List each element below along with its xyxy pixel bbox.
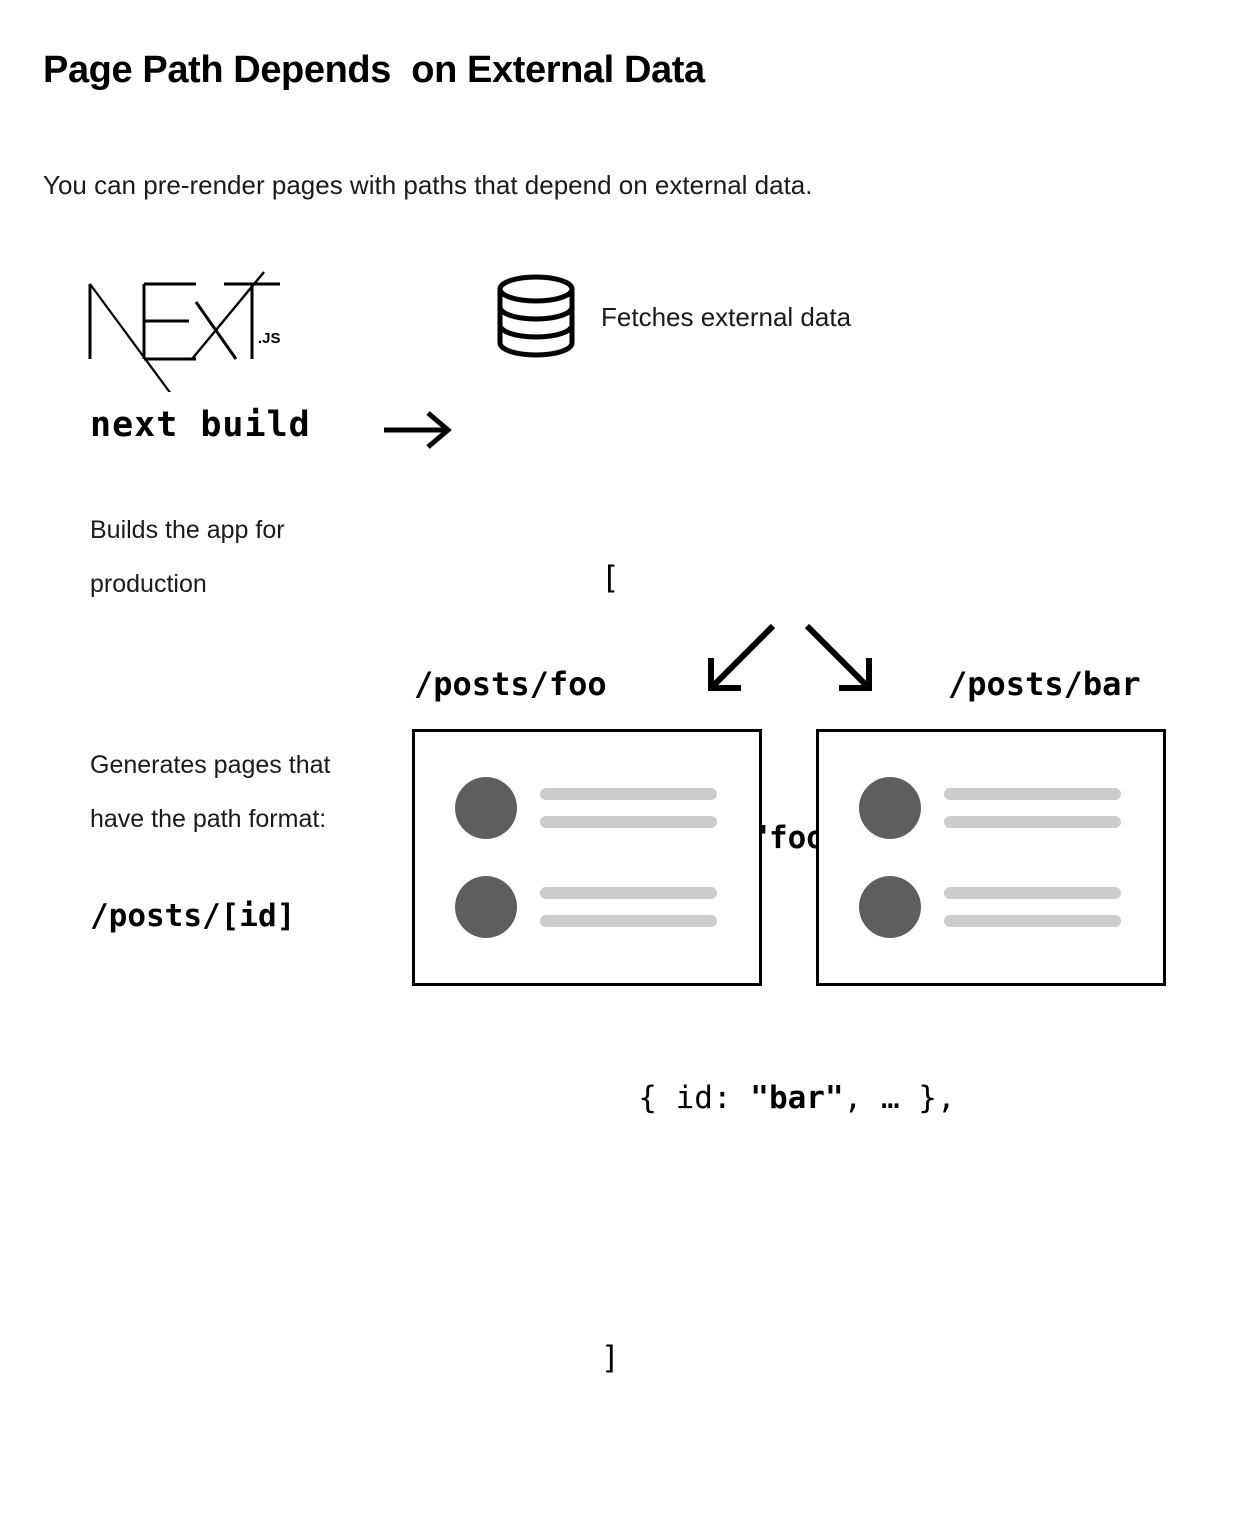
card-row: [859, 876, 1121, 938]
database-caption: Fetches external data: [601, 302, 852, 332]
generated-description: Generates pages that have the path forma…: [90, 751, 331, 833]
next-build-command: next build: [90, 405, 311, 445]
nextjs-logo: [84, 262, 314, 392]
generated-path-format: /posts/[id]: [90, 898, 296, 934]
code-line-bar: { id: "bar", … },: [489, 1020, 956, 1176]
nextjs-logo-suffix: .JS: [258, 330, 281, 347]
page-card-foo: [412, 729, 762, 986]
arrow-right-icon: [380, 404, 470, 454]
code-bar-prefix: { id:: [600, 1080, 751, 1116]
placeholder-lines: [944, 887, 1121, 927]
card-row: [455, 777, 717, 839]
placeholder-line: [944, 915, 1121, 927]
avatar: [859, 876, 921, 938]
diagram-canvas: Page Path Depends on External Data You c…: [43, 49, 1166, 1376]
code-open-bracket: [: [600, 560, 620, 596]
page-title: Page Path Depends on External Data: [43, 49, 705, 91]
card-row: [859, 777, 1121, 839]
code-bar-suffix: , … },: [843, 1080, 956, 1116]
placeholder-line: [944, 816, 1121, 828]
nextjs-logo-mark: [88, 271, 280, 392]
fan-out-arrows: [695, 620, 885, 700]
database-icon: [494, 272, 584, 364]
code-line-open: [: [489, 500, 956, 656]
arrow-down-right-icon: [804, 623, 872, 691]
placeholder-lines: [540, 887, 717, 927]
placeholder-lines: [540, 788, 717, 828]
placeholder-line: [944, 788, 1121, 800]
placeholder-line: [540, 788, 717, 800]
build-description: Builds the app for production: [90, 516, 285, 598]
placeholder-lines: [944, 788, 1121, 828]
card-row: [455, 876, 717, 938]
path-label-bar: /posts/bar: [948, 665, 1141, 703]
code-line-close: ]: [489, 1280, 956, 1436]
page-card-bar: [816, 729, 1166, 986]
placeholder-line: [944, 887, 1121, 899]
code-close-bracket: ]: [600, 1340, 620, 1376]
path-label-foo: /posts/foo: [414, 665, 607, 703]
avatar: [455, 876, 517, 938]
avatar: [455, 777, 517, 839]
avatar: [859, 777, 921, 839]
placeholder-line: [540, 915, 717, 927]
arrow-down-left-icon: [708, 623, 776, 691]
placeholder-line: [540, 816, 717, 828]
code-bar-id: "bar": [750, 1080, 844, 1116]
page-subtitle: You can pre-render pages with paths that…: [43, 170, 813, 200]
placeholder-line: [540, 887, 717, 899]
